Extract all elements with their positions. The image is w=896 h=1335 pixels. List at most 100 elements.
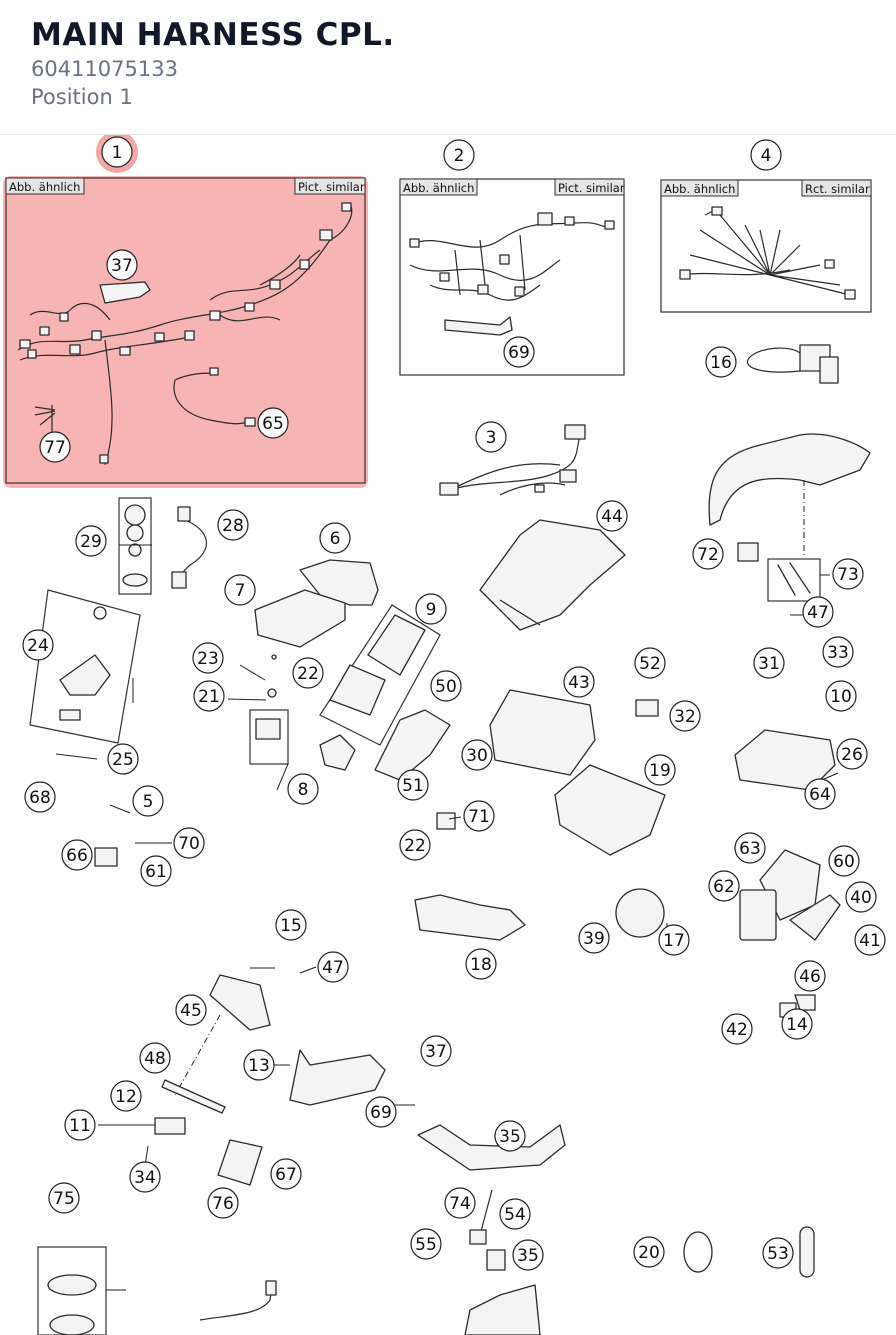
callout-69[interactable]: 69 xyxy=(365,1096,397,1128)
callout-72[interactable]: 72 xyxy=(692,538,724,570)
callout-39[interactable]: 39 xyxy=(578,922,610,954)
callout-62[interactable]: 62 xyxy=(708,870,740,902)
frame-24 xyxy=(29,589,141,744)
callout-label: 61 xyxy=(145,862,167,882)
callout-25[interactable]: 25 xyxy=(107,743,139,775)
callout-14[interactable]: 14 xyxy=(781,1008,813,1040)
position-label: Position 1 xyxy=(31,85,133,109)
bracket-15 xyxy=(209,974,271,1031)
callout-label: 54 xyxy=(504,1205,526,1225)
callout-18[interactable]: 18 xyxy=(465,948,497,980)
callout-16[interactable]: 16 xyxy=(705,346,737,378)
callout-42[interactable]: 42 xyxy=(721,1013,753,1045)
callout-34[interactable]: 34 xyxy=(129,1161,161,1193)
callout-35[interactable]: 35 xyxy=(494,1120,526,1152)
callout-label: 9 xyxy=(426,600,437,620)
callout-51[interactable]: 51 xyxy=(397,769,429,801)
callout-69[interactable]: 69 xyxy=(503,336,535,368)
callout-53[interactable]: 53 xyxy=(762,1237,794,1269)
callout-20[interactable]: 20 xyxy=(633,1236,665,1268)
callout-48[interactable]: 48 xyxy=(139,1042,171,1074)
callout-40[interactable]: 40 xyxy=(845,881,877,913)
callout-76[interactable]: 76 xyxy=(207,1187,239,1219)
callout-32[interactable]: 32 xyxy=(669,700,701,732)
callout-65[interactable]: 65 xyxy=(257,407,289,439)
callout-12[interactable]: 12 xyxy=(110,1080,142,1112)
callout-10[interactable]: 10 xyxy=(825,680,857,712)
callout-label: 20 xyxy=(638,1243,660,1263)
bracket-37 xyxy=(289,1049,386,1106)
callout-74[interactable]: 74 xyxy=(444,1187,476,1219)
callout-75[interactable]: 75 xyxy=(48,1182,80,1214)
callout-15[interactable]: 15 xyxy=(275,909,307,941)
callout-5[interactable]: 5 xyxy=(132,785,164,817)
callout-33[interactable]: 33 xyxy=(822,636,854,668)
callout-22[interactable]: 22 xyxy=(399,829,431,861)
callout-label: 30 xyxy=(466,746,488,766)
callout-26[interactable]: 26 xyxy=(836,738,868,770)
callout-label: 32 xyxy=(674,707,696,727)
callout-6[interactable]: 6 xyxy=(319,522,351,554)
cable-tie-54 xyxy=(683,1231,713,1273)
callout-9[interactable]: 9 xyxy=(415,593,447,625)
callout-66[interactable]: 66 xyxy=(61,839,93,871)
callout-50[interactable]: 50 xyxy=(430,670,462,702)
callout-17[interactable]: 17 xyxy=(658,924,690,956)
callout-54[interactable]: 54 xyxy=(499,1198,531,1230)
callout-71[interactable]: 71 xyxy=(463,800,495,832)
tag-similar-2b: Pict. similar xyxy=(554,178,625,196)
harness-2-drawing xyxy=(409,212,615,336)
callout-21[interactable]: 21 xyxy=(193,680,225,712)
callout-68[interactable]: 68 xyxy=(24,781,56,813)
callout-label: 24 xyxy=(27,636,49,656)
callout-label: 46 xyxy=(799,967,821,987)
callout-60[interactable]: 60 xyxy=(828,845,860,877)
callout-67[interactable]: 67 xyxy=(270,1158,302,1190)
callout-1[interactable]: 1 xyxy=(101,136,133,168)
callout-7[interactable]: 7 xyxy=(224,574,256,606)
callout-8[interactable]: 8 xyxy=(287,773,319,805)
callout-11[interactable]: 11 xyxy=(64,1109,96,1141)
sensor-34 xyxy=(217,1139,263,1186)
callout-45[interactable]: 45 xyxy=(175,994,207,1026)
callout-label: 22 xyxy=(404,836,426,856)
callout-31[interactable]: 31 xyxy=(753,647,785,679)
frame-73 xyxy=(767,558,821,602)
callout-label: 63 xyxy=(739,839,761,859)
callout-37[interactable]: 37 xyxy=(420,1035,452,1067)
callout-2[interactable]: 2 xyxy=(443,139,475,171)
callout-44[interactable]: 44 xyxy=(596,500,628,532)
callout-30[interactable]: 30 xyxy=(461,739,493,771)
callout-77[interactable]: 77 xyxy=(39,431,71,463)
callout-46[interactable]: 46 xyxy=(794,960,826,992)
callout-29[interactable]: 29 xyxy=(75,525,107,557)
callout-70[interactable]: 70 xyxy=(173,827,205,859)
callout-24[interactable]: 24 xyxy=(22,629,54,661)
callout-61[interactable]: 61 xyxy=(140,855,172,887)
callout-37[interactable]: 37 xyxy=(106,249,138,281)
callout-3[interactable]: 3 xyxy=(475,421,507,453)
callout-73[interactable]: 73 xyxy=(832,558,864,590)
callout-22[interactable]: 22 xyxy=(292,657,324,689)
callout-13[interactable]: 13 xyxy=(243,1049,275,1081)
callout-19[interactable]: 19 xyxy=(644,754,676,786)
exploded-parts-diagram: Abb. ähnlich Pict. similar Abb. ähnlich … xyxy=(3,135,886,1335)
callout-43[interactable]: 43 xyxy=(563,666,595,698)
callout-64[interactable]: 64 xyxy=(804,778,836,810)
callout-28[interactable]: 28 xyxy=(217,509,249,541)
callout-4[interactable]: 4 xyxy=(750,139,782,171)
callout-label: 34 xyxy=(134,1168,156,1188)
callout-55[interactable]: 55 xyxy=(410,1228,442,1260)
callout-47[interactable]: 47 xyxy=(317,951,349,983)
callout-label: 60 xyxy=(833,852,855,872)
callout-label: 55 xyxy=(415,1235,437,1255)
callout-52[interactable]: 52 xyxy=(634,647,666,679)
callout-41[interactable]: 41 xyxy=(854,924,886,956)
callout-23[interactable]: 23 xyxy=(192,642,224,674)
callout-label: 12 xyxy=(115,1087,137,1107)
callout-35[interactable]: 35 xyxy=(512,1239,544,1271)
callout-63[interactable]: 63 xyxy=(734,832,766,864)
callout-47[interactable]: 47 xyxy=(802,596,834,628)
callout-label: 10 xyxy=(830,687,852,707)
callout-label: 35 xyxy=(517,1246,539,1266)
